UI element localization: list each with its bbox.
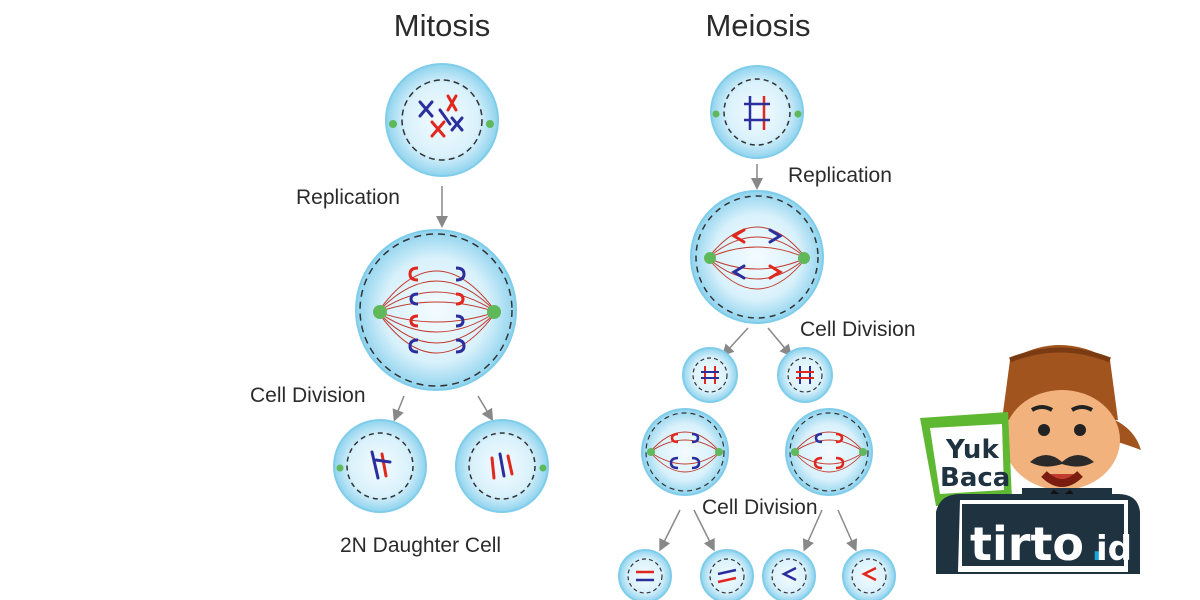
badge-white-panel [930, 424, 1004, 494]
meiosis-haploid-cell-3 [762, 549, 816, 600]
mitosis-parent-cell [385, 63, 499, 177]
logo-text-dot: . [1090, 517, 1107, 571]
mitosis-title: Mitosis [394, 8, 490, 43]
badge-line2: Baca [940, 463, 1010, 493]
meiosis-haploid-cell-2 [700, 549, 754, 600]
logo-text-tail: id [1096, 529, 1132, 569]
meiosis-haploid-cell-4 [842, 549, 896, 600]
meiosis-dividing-cell-2-left [641, 408, 729, 496]
meiosis-cell-division-label-1: Cell Division [800, 318, 916, 341]
meiosis-cell-division-label-2: Cell Division [702, 496, 818, 519]
meiosis-haploid-cell-1 [618, 549, 672, 600]
meiosis-replication-label: Replication [788, 164, 892, 187]
logo-text-main: tirto [970, 517, 1084, 571]
badge-line1: Yuk [945, 435, 999, 465]
mitosis-daughter-cell-left [333, 419, 427, 513]
meiosis-dividing-cell-1 [690, 190, 824, 324]
mascot-character-illustration [1002, 345, 1141, 508]
meiosis-dividing-cell-2-right [785, 408, 873, 496]
mitosis-daughter-cell-right [455, 419, 549, 513]
yuk-baca-tirto-badge[interactable]: Yuk Baca tirto . id [920, 345, 1141, 574]
meiosis-small-cell-left [682, 347, 738, 403]
meiosis-small-cell-right [777, 347, 833, 403]
mitosis-cell-division-label: Cell Division [250, 384, 366, 407]
mitosis-dividing-cell [355, 229, 517, 391]
logo-plate-core [962, 504, 1124, 566]
mitosis-replication-label: Replication [296, 186, 400, 209]
meiosis-parent-cell [710, 65, 804, 159]
mitosis-result-label: 2N Daughter Cell [340, 534, 501, 557]
meiosis-title: Meiosis [705, 8, 810, 43]
